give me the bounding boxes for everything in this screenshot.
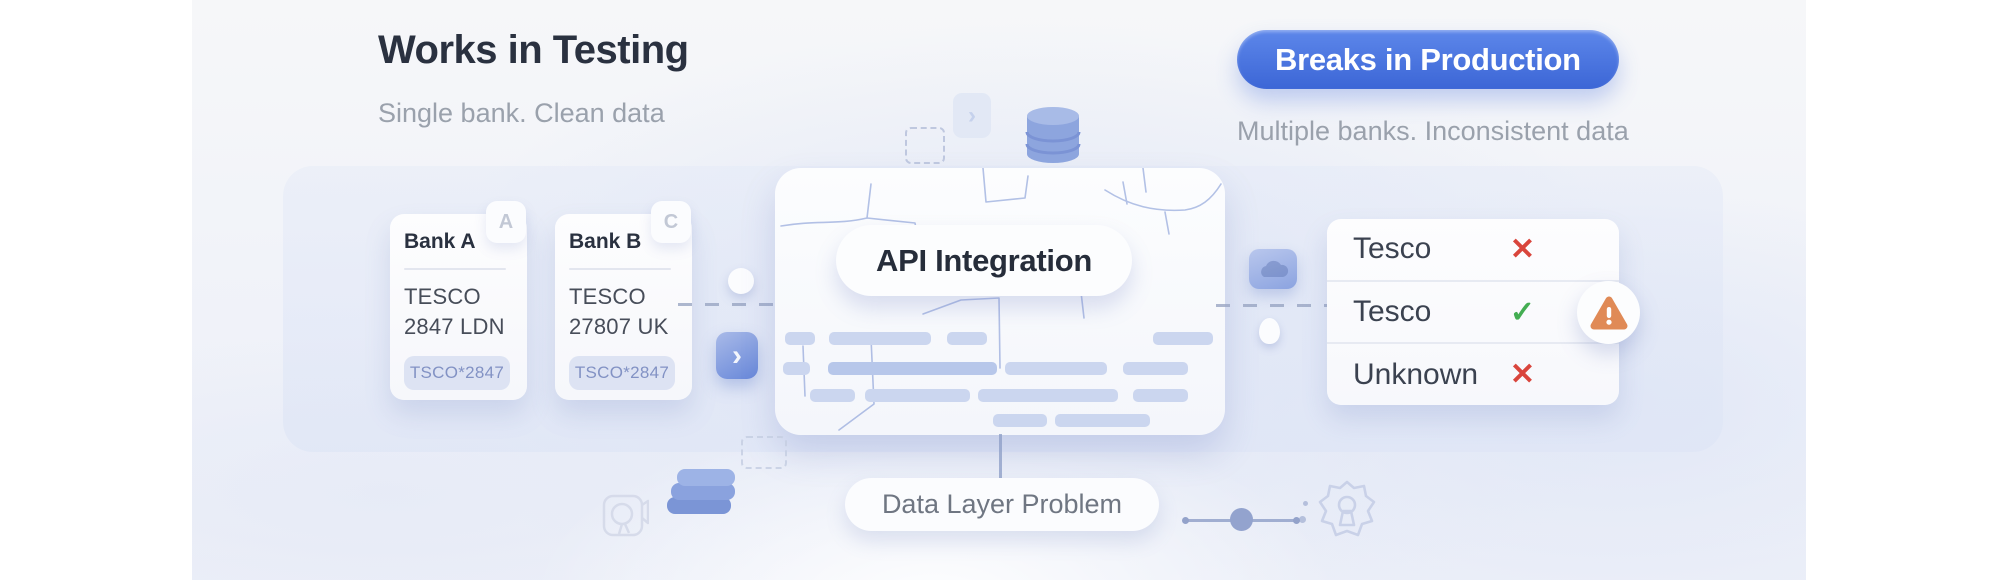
skeleton-bar [947, 332, 987, 345]
merchant-name: Tesco [1353, 232, 1432, 266]
dashed-connector-left [678, 303, 774, 306]
skeleton-bar [1055, 414, 1150, 427]
ghost-chevron-icon: › [953, 93, 991, 138]
bank-a-merchant-line1: TESCO [404, 284, 481, 309]
database-icon [1025, 107, 1081, 163]
api-connector-icon [1249, 249, 1297, 289]
merchant-name: Unknown [1353, 357, 1479, 391]
left-heading: Works in Testing [378, 28, 689, 72]
cloud-glyph [1261, 260, 1289, 277]
bank-a-card: A Bank A TESCO 2847 LDN TSCO*2847 [390, 201, 527, 400]
divider [404, 268, 506, 270]
vertical-connector [999, 434, 1002, 480]
connector-dot [1182, 517, 1189, 524]
bank-b-badge: C [651, 201, 691, 243]
divider [569, 268, 671, 270]
skeleton-bar [1005, 362, 1107, 375]
bank-b-merchant-line2: 27807 UK [569, 314, 669, 339]
bank-b-name: Bank B [569, 230, 642, 253]
connector-dot [1299, 516, 1306, 523]
bank-a-name: Bank A [404, 230, 476, 253]
skeleton-bar [865, 389, 970, 402]
skeleton-bar [1153, 332, 1213, 345]
result-row: Tesco ✕ [1327, 219, 1619, 280]
skeleton-bar [978, 389, 1118, 402]
result-row: Tesco ✓ [1327, 279, 1619, 343]
dashed-placeholder-square [741, 436, 787, 469]
dashed-placeholder-square [905, 127, 945, 164]
skeleton-bar [829, 332, 931, 345]
result-row: Unknown ✕ [1327, 342, 1619, 405]
bank-a-merchant-line2: 2847 LDN [404, 314, 505, 339]
bank-b-transaction-code: TSCO*2847 [569, 356, 675, 390]
stack-icon [667, 469, 735, 514]
node-pin [1259, 318, 1280, 344]
merchant-results-card: Tesco ✕ Tesco ✓ Unknown ✕ [1327, 219, 1619, 405]
skeleton-bar [828, 362, 997, 375]
chevron-glyph: › [732, 338, 742, 372]
right-subheading: Multiple banks. Inconsistent data [1237, 116, 1629, 146]
api-integration-label: API Integration [836, 225, 1132, 296]
skeleton-bar [810, 389, 855, 402]
api-integration-card: API Integration [775, 168, 1225, 435]
fail-icon: ✕ [1509, 232, 1535, 266]
warning-badge [1577, 281, 1640, 344]
bank-b-card: C Bank B TESCO 27807 UK TSCO*2847 [555, 201, 692, 400]
dashed-connector-right [1216, 304, 1330, 307]
bank-a-transaction-code: TSCO*2847 [404, 356, 510, 390]
skeleton-bar [993, 414, 1047, 427]
shield-lock-icon [1318, 480, 1376, 537]
skeleton-bar [1123, 362, 1188, 375]
warning-triangle-icon [1590, 296, 1627, 329]
merchant-name: Tesco [1353, 295, 1432, 328]
chevron-icon: › [716, 332, 758, 379]
data-layer-problem-label: Data Layer Problem [845, 478, 1159, 531]
connector-dot [1303, 501, 1308, 506]
bank-a-badge: A [486, 201, 526, 243]
check-icon: ✓ [1509, 295, 1535, 329]
fail-icon: ✕ [1509, 358, 1535, 392]
connector-node-dot [1230, 508, 1253, 531]
bank-b-merchant-line1: TESCO [569, 284, 646, 309]
container-outline-icon [602, 494, 649, 537]
skeleton-bar [785, 332, 815, 345]
breaks-in-production-button[interactable]: Breaks in Production [1237, 30, 1619, 89]
left-subheading: Single bank. Clean data [378, 98, 665, 128]
skeleton-bar [1133, 389, 1188, 402]
skeleton-bar [783, 362, 810, 375]
node-circle [728, 268, 754, 294]
connector-dot [1293, 517, 1300, 524]
